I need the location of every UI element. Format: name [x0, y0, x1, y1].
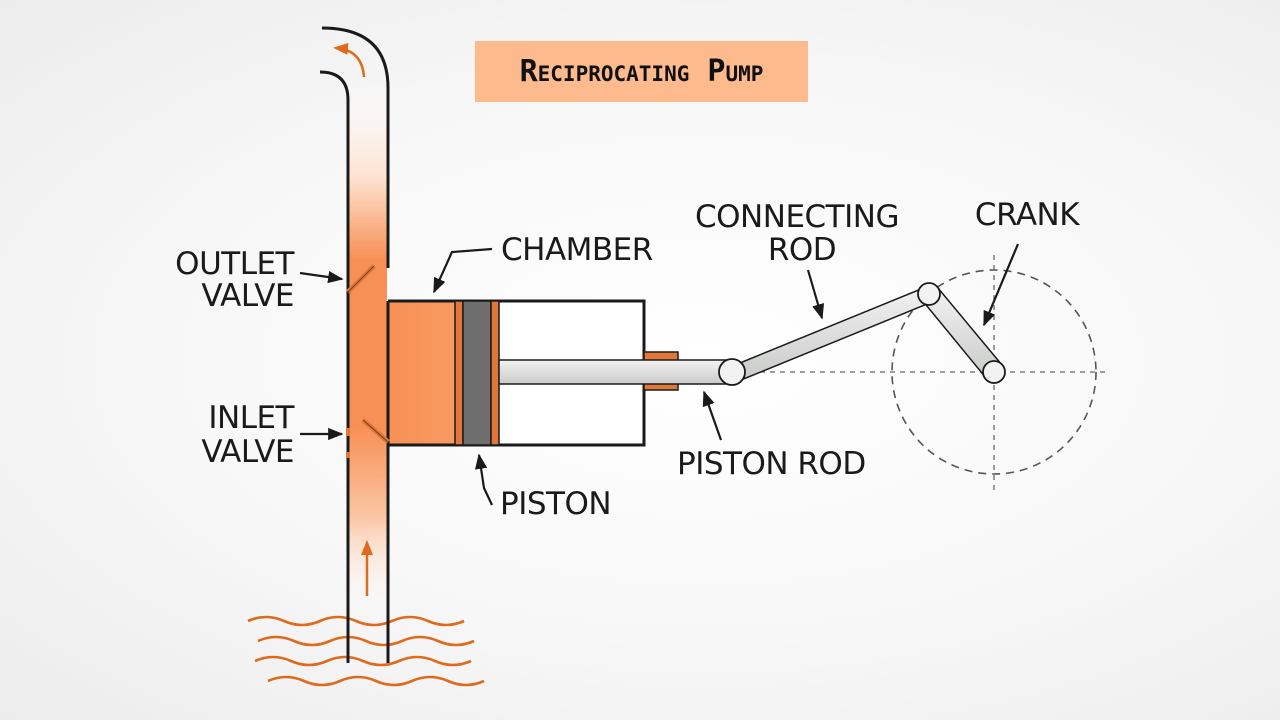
- label-inlet-valve-line1: INLET: [208, 400, 295, 436]
- outlet-valve-leader: [299, 270, 344, 284]
- centre-lines: [740, 255, 1108, 490]
- diagram-title: Reciprocating Pump: [519, 54, 764, 89]
- label-outlet-valve-line2: VALVE: [201, 278, 294, 314]
- label-piston-rod: PISTON ROD: [677, 446, 866, 482]
- outflow-arrow: [333, 42, 366, 78]
- crosshead-pin: [718, 358, 746, 386]
- label-connecting-rod-line2: ROD: [768, 232, 836, 268]
- crank-shaft: [982, 360, 1006, 384]
- label-crank: CRANK: [975, 197, 1080, 233]
- title-banner: Reciprocating Pump: [475, 41, 808, 102]
- label-inlet-valve-line2: VALVE: [201, 434, 294, 470]
- label-outlet-valve-line1: OUTLET: [175, 246, 295, 282]
- crank-pin: [917, 282, 941, 306]
- label-piston: PISTON: [500, 486, 611, 522]
- connecting-rod-leader: [806, 269, 825, 320]
- crank-leader: [982, 243, 1020, 327]
- suction-delivery-pipe: [319, 26, 390, 663]
- piston: [454, 300, 500, 446]
- label-connecting-rod-line1: CONNECTING: [695, 199, 899, 235]
- piston-leader: [474, 453, 493, 506]
- connecting-rod: [734, 286, 933, 381]
- chamber-fluid: [387, 301, 456, 445]
- piston-rod: [498, 359, 736, 385]
- label-leaders: [299, 243, 1020, 506]
- piston-rod-leader: [702, 390, 723, 441]
- label-chamber: CHAMBER: [501, 232, 653, 268]
- chamber-leader: [432, 247, 493, 294]
